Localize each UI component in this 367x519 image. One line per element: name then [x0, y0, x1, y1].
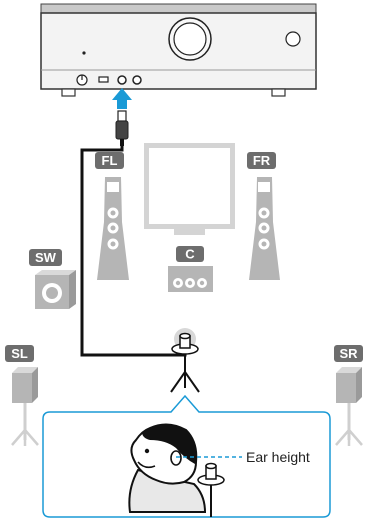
- ear-height-label: Ear height: [246, 449, 310, 465]
- receiver-foot-left: [61, 88, 76, 97]
- svg-text:C: C: [185, 247, 195, 262]
- center-speaker: C: [168, 246, 213, 292]
- label-fr: FR: [247, 152, 276, 169]
- listener-head: [128, 423, 207, 513]
- ypao-mic-jack: [117, 75, 127, 85]
- standby-indicator: [82, 51, 86, 55]
- phones-jack: [132, 75, 142, 85]
- svg-text:FR: FR: [253, 153, 271, 168]
- tv: [144, 143, 235, 235]
- receiver-foot-right: [271, 88, 286, 97]
- ypao-microphone: [171, 332, 199, 355]
- subwoofer: SW: [29, 249, 76, 309]
- ear-height-microphone: [197, 462, 225, 517]
- volume-knob: [168, 17, 212, 61]
- label-sw: SW: [29, 249, 62, 266]
- tripod: [170, 355, 200, 393]
- av-receiver: [40, 3, 317, 97]
- svg-text:FL: FL: [102, 153, 118, 168]
- surround-left-speaker: SL: [5, 345, 39, 446]
- power-button: [76, 74, 88, 86]
- surround-right-speaker: SR: [334, 345, 363, 446]
- receiver-top-panel: [40, 3, 317, 14]
- front-left-speaker: FL: [95, 152, 129, 280]
- label-fl: FL: [95, 152, 124, 169]
- svg-text:SR: SR: [339, 346, 358, 361]
- mic-plug: [115, 110, 129, 146]
- label-c: C: [176, 246, 204, 262]
- usb-port: [98, 76, 109, 83]
- input-selector-knob: [285, 31, 301, 47]
- svg-text:SW: SW: [35, 250, 57, 265]
- insert-arrow-icon: [112, 88, 132, 109]
- label-sr: SR: [334, 345, 363, 362]
- label-sl: SL: [5, 345, 34, 362]
- svg-text:SL: SL: [11, 346, 28, 361]
- front-right-speaker: FR: [247, 152, 280, 280]
